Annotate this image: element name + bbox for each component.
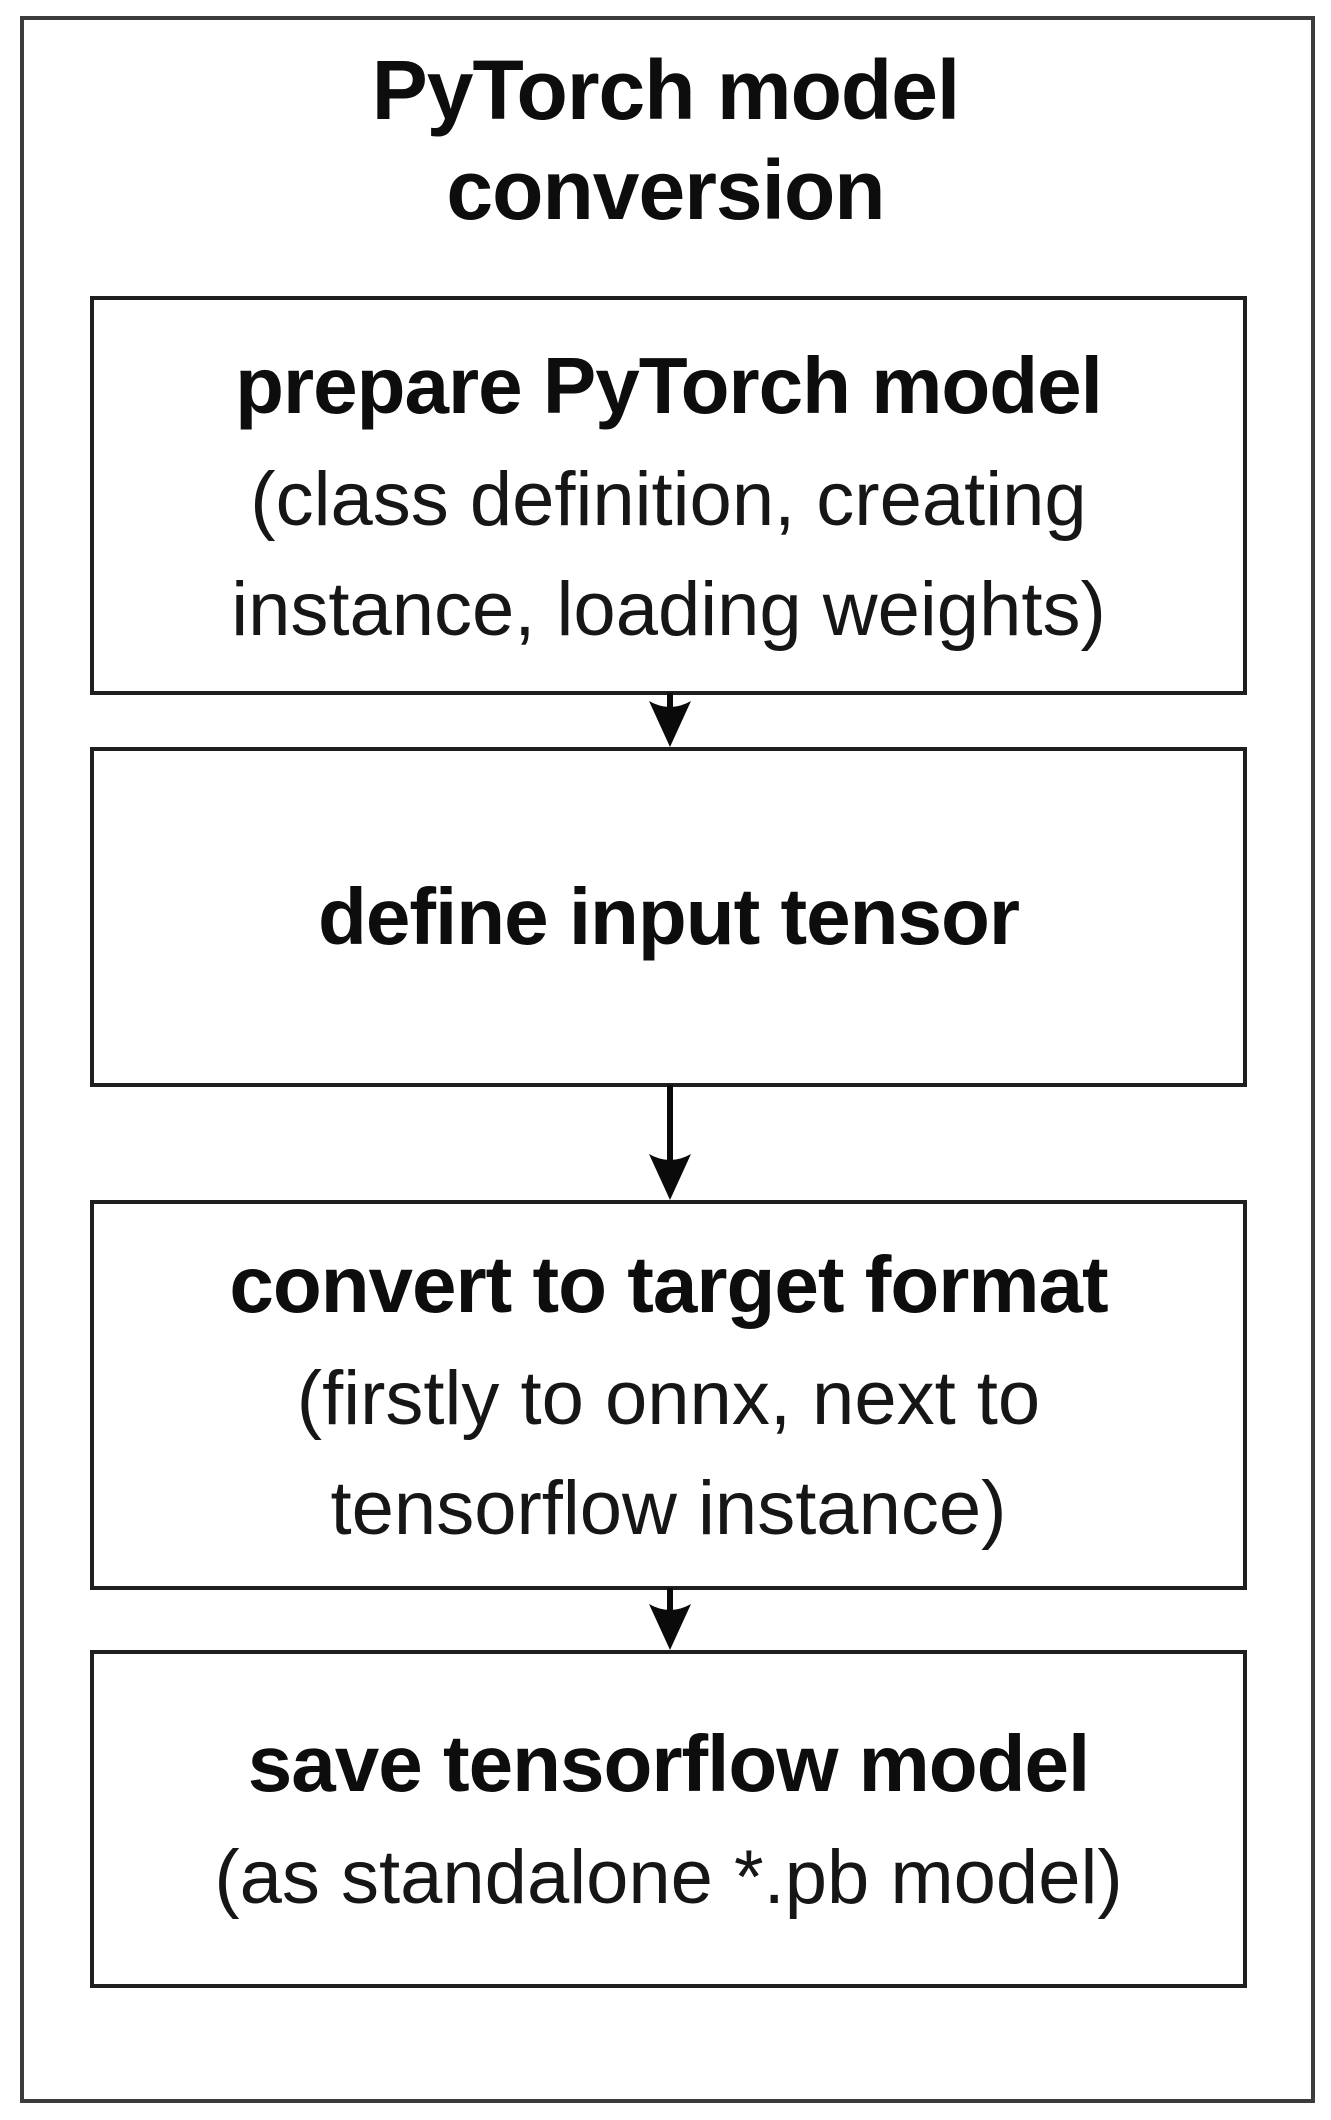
arrow-convert-to-save: [646, 1588, 694, 1650]
down-arrow-icon: [649, 693, 691, 747]
node-save-tensorflow-model: save tensorflow model (as standalone *.p…: [90, 1650, 1247, 1988]
node-convert-to-target-format: convert to target format (firstly to onn…: [90, 1200, 1247, 1590]
down-arrow-icon: [649, 1588, 691, 1650]
node-define-input-tensor-title: define input tensor: [318, 872, 1020, 961]
node-save-tensorflow-model-subtitle: (as standalone *.pb model): [214, 1835, 1123, 1920]
arrow-prepare-to-define: [646, 693, 694, 747]
arrow-define-to-convert: [646, 1085, 694, 1200]
diagram-title: PyTorch model conversion: [371, 43, 961, 237]
node-convert-to-target-format-subtitle: (firstly to onnx, next to tensorflow ins…: [296, 1356, 1041, 1551]
node-prepare-pytorch-model: prepare PyTorch model (class definition,…: [90, 296, 1247, 695]
node-save-tensorflow-model-title: save tensorflow model: [247, 1719, 1090, 1808]
node-prepare-pytorch-model-title: prepare PyTorch model: [235, 340, 1103, 430]
node-convert-to-target-format-title: convert to target format: [229, 1240, 1108, 1329]
node-prepare-pytorch-model-subtitle: (class definition, creating instance, lo…: [231, 456, 1106, 652]
node-define-input-tensor: define input tensor: [90, 747, 1247, 1087]
down-arrow-icon: [649, 1085, 691, 1200]
